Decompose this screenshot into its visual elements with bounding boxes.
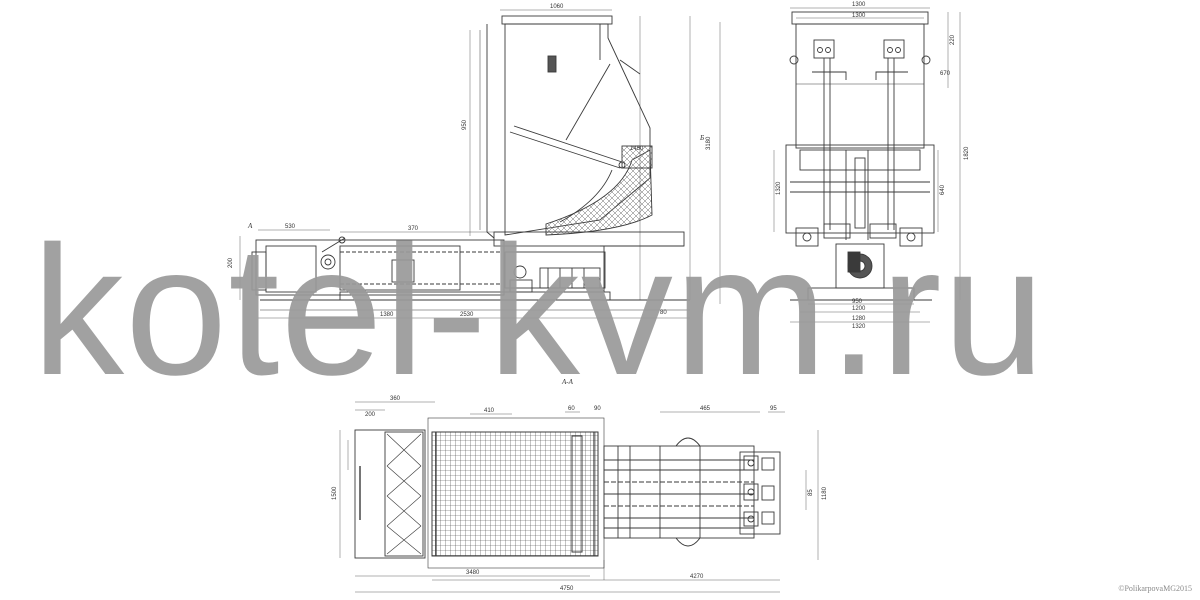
dim-plan-burner: 360 bbox=[390, 396, 401, 402]
dim-plan-box: 200 bbox=[365, 412, 376, 418]
watermark-text: kotel-kvm.ru bbox=[32, 207, 1046, 413]
dim-plan-grate-len: 3480 bbox=[466, 570, 480, 576]
dim-plan-total: 4750 bbox=[560, 586, 574, 592]
inspection-port bbox=[320, 254, 336, 270]
dim-plan-drive: 95 bbox=[770, 406, 777, 412]
plan-grate bbox=[431, 431, 599, 557]
front-body bbox=[795, 23, 925, 149]
dim-side-length: 2530 bbox=[460, 312, 474, 318]
dim-plan-rails: 465 bbox=[700, 406, 711, 412]
front-view bbox=[773, 7, 961, 323]
hopper-window bbox=[547, 55, 557, 73]
plan-drive bbox=[739, 451, 781, 535]
dim-front-base: 1200 bbox=[852, 306, 866, 312]
dim-plan-grate: 410 bbox=[484, 408, 495, 414]
dim-side-wall: 950 bbox=[462, 119, 468, 130]
dim-plan-width: 1500 bbox=[332, 486, 338, 500]
dim-side-top: 1060 bbox=[550, 4, 564, 10]
hatched-wall bbox=[545, 149, 653, 236]
dim-plan-axle: 85 bbox=[808, 489, 814, 496]
arrow-a-label: А bbox=[247, 222, 253, 230]
dim-side-inlet: 200 bbox=[228, 257, 234, 268]
front-dimension-labels: 1300 1300 1200 950 1280 1320 1820 1320 6… bbox=[776, 2, 970, 330]
dim-side-auger: 1380 bbox=[380, 312, 394, 318]
plan-burner-box bbox=[354, 429, 426, 559]
arrow-b-label: Б bbox=[699, 134, 704, 142]
view-labels: А-А А Б bbox=[247, 134, 704, 386]
side-view bbox=[239, 9, 721, 319]
dim-front-height: 1820 bbox=[964, 146, 970, 160]
dim-side-hopper: 1450 bbox=[630, 146, 644, 152]
dim-side-box: 370 bbox=[408, 226, 419, 232]
hopper-lid bbox=[501, 15, 613, 25]
dim-front-right: 640 bbox=[940, 184, 946, 195]
dim-front-lug2: 670 bbox=[940, 71, 951, 77]
dim-side-height: 3180 bbox=[706, 136, 712, 150]
section-label: А-А bbox=[561, 378, 574, 386]
side-dimension-labels: 1060 530 2530 3180 1450 200 80 1380 370 … bbox=[228, 4, 712, 318]
dim-front-frame: 950 bbox=[852, 299, 863, 305]
front-frame bbox=[785, 144, 935, 234]
dim-plan-gap: 60 bbox=[568, 406, 575, 412]
dim-front-left: 1320 bbox=[776, 181, 782, 195]
dim-plan-right: 1180 bbox=[822, 486, 828, 500]
dim-side-end: 80 bbox=[660, 310, 667, 316]
copyright-notice: ©PolikarpovaMG2015 bbox=[1118, 584, 1192, 593]
dim-front-width: 1280 bbox=[852, 316, 866, 322]
plan-dimension-labels: 360 200 410 60 90 465 95 4750 4270 3480 … bbox=[332, 396, 828, 592]
dim-front-lug: 220 bbox=[950, 34, 956, 45]
plan-view bbox=[339, 401, 819, 593]
auger-housing bbox=[255, 239, 505, 296]
dim-side-burner: 530 bbox=[285, 224, 296, 230]
dim-plan-gap2: 90 bbox=[594, 406, 601, 412]
dim-front-top: 1300 bbox=[852, 2, 866, 8]
dim-plan-length: 4270 bbox=[690, 574, 704, 580]
dim-front-overall: 1320 bbox=[852, 324, 866, 330]
dim-front-lid: 1300 bbox=[852, 13, 866, 19]
